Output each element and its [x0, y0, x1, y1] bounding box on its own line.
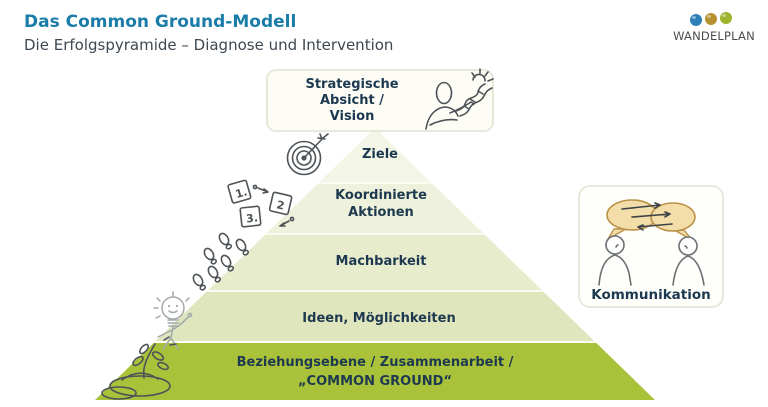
label-line: „COMMON GROUND“ [298, 374, 452, 389]
band-common-ground [95, 341, 655, 400]
label-strategische-absicht-vision: Strategische Absicht / Vision [282, 77, 422, 125]
logo-globe-blue-icon [690, 14, 702, 26]
label-line: Vision [329, 109, 375, 124]
page-subtitle: Die Erfolgspyramide – Diagnose und Inter… [24, 36, 394, 54]
logo-globe-gold-icon [705, 13, 717, 25]
svg-text:3.: 3. [246, 211, 259, 225]
label-machbarkeit: Machbarkeit [335, 254, 427, 269]
svg-text:2: 2 [275, 198, 285, 212]
page-title: Das Common Ground-Modell [24, 12, 297, 32]
sprout-icon [101, 336, 177, 400]
target-icon [286, 133, 329, 176]
label-kommunikation: Kommunikation [591, 287, 711, 303]
label-line: Absicht / [319, 93, 384, 108]
label-koordinierte-aktionen: Koordinierte Aktionen [318, 187, 444, 221]
label-common-ground: Beziehungsebene / Zusammenarbeit / „COMM… [185, 353, 565, 391]
label-line: Strategische [305, 77, 399, 92]
label-line: Aktionen [348, 205, 414, 220]
person-vision-path-icon [425, 68, 494, 130]
footprints-icon [192, 232, 250, 291]
logo-globe-green-icon [720, 12, 732, 24]
logo-text: WANDELPLAN [673, 29, 755, 43]
wandelplan-logo: WANDELPLAN [668, 12, 760, 48]
label-line: Beziehungsebene / Zusammenarbeit / [236, 355, 514, 370]
numbered-notes-icon: 1. 2 3. [227, 179, 295, 228]
label-ziele: Ziele [362, 147, 398, 162]
svg-text:1.: 1. [234, 185, 249, 201]
two-people-speech-bubbles-icon [598, 199, 705, 286]
label-ideen-moeglichkeiten: Ideen, Möglichkeiten [302, 311, 456, 326]
logo-globes-icon [688, 12, 740, 26]
label-line: Koordinierte [335, 188, 427, 203]
communication-box: Kommunikation [578, 185, 724, 308]
strategic-vision-box: Strategische Absicht / Vision [266, 68, 494, 132]
